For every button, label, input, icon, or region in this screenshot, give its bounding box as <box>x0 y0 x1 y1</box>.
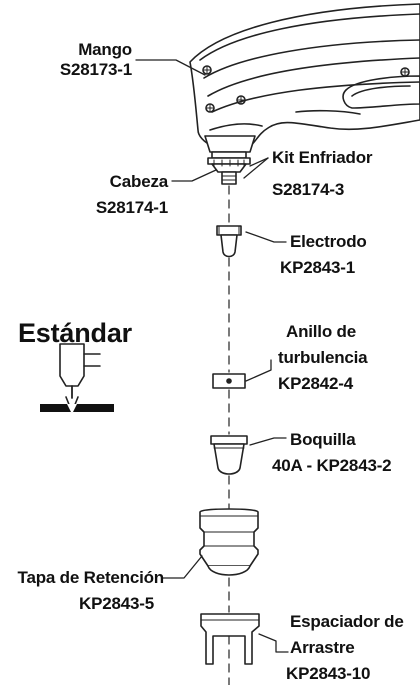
part-name: Electrodo <box>290 232 367 251</box>
screw-icon <box>205 103 215 113</box>
label-mango: Mango S28173-1 <box>60 40 132 80</box>
label-cabeza: Cabeza S28174-1 <box>96 172 168 218</box>
screw-icon <box>400 67 410 77</box>
part-code: S28174-1 <box>95 198 168 217</box>
torch-head <box>204 135 256 185</box>
part-name: Mango <box>78 40 132 59</box>
part-name-line1: Anillo de <box>286 322 356 341</box>
part-code: S28173-1 <box>59 60 132 79</box>
leader-lines <box>135 59 289 653</box>
part-name: Tapa de Retención <box>17 568 165 587</box>
swirl-ring <box>212 373 246 389</box>
part-name-line2: turbulencia <box>278 348 368 367</box>
part-code: KP2843-10 <box>286 664 371 683</box>
label-electrodo: Electrodo KP2843-1 <box>280 232 367 278</box>
screw-icon <box>202 65 212 75</box>
part-name: Cabeza <box>109 172 169 191</box>
electrode <box>216 225 242 258</box>
label-espaciador: Espaciador de Arrastre KP2843-10 <box>286 612 404 684</box>
part-name-line2: Arrastre <box>290 638 355 657</box>
label-boquilla: Boquilla 40A - KP2843-2 <box>272 430 392 476</box>
part-name: Kit Enfriador <box>272 148 373 167</box>
part-name-line1: Espaciador de <box>290 612 404 631</box>
standard-cutting-icon <box>40 343 114 414</box>
part-code: KP2843-1 <box>280 258 355 277</box>
retaining-cap <box>199 508 259 576</box>
drag-spacer <box>200 613 260 665</box>
label-kit-enfriador: Kit Enfriador S28174-3 <box>272 148 373 200</box>
part-code: S28174-3 <box>272 180 345 199</box>
torch-handle <box>189 3 420 147</box>
part-code: KP2843-5 <box>79 594 154 613</box>
label-anillo: Anillo de turbulencia KP2842-4 <box>278 322 368 394</box>
label-tapa: Tapa de Retención KP2843-5 <box>17 568 165 614</box>
screw-icon <box>236 95 246 105</box>
nozzle <box>210 435 248 475</box>
mode-title: Estándar <box>18 318 132 348</box>
part-name: Boquilla <box>290 430 356 449</box>
part-code: KP2842-4 <box>278 374 353 393</box>
part-code: 40A - KP2843-2 <box>272 456 392 475</box>
